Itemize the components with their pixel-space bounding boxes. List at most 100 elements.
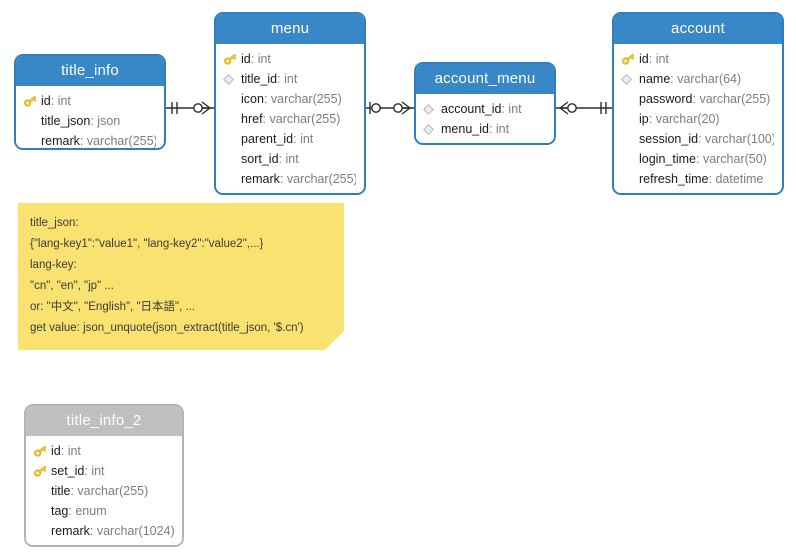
field-type-value: varchar(255) (286, 172, 356, 186)
field-row[interactable]: account_id: int (416, 99, 554, 119)
field-type: : (279, 172, 287, 186)
field-name: title_json (41, 114, 91, 128)
field-row[interactable]: id: int (16, 91, 164, 111)
field-type: : (488, 122, 496, 136)
note-line: get value: json_unquote(json_extract(tit… (30, 322, 304, 334)
field-name: remark (51, 524, 90, 538)
field-row[interactable]: refresh_time: datetime (614, 169, 782, 189)
field-row[interactable]: remark: varchar(1024) (26, 521, 182, 541)
field-label: parent_id: int (241, 132, 313, 146)
field-type-value: datetime (715, 172, 764, 186)
entity-table-account[interactable]: account id: int name: varchar(64) password:… (612, 12, 784, 195)
field-name: session_id (639, 132, 699, 146)
field-label: refresh_time: datetime (639, 172, 763, 186)
field-type: : (698, 132, 706, 146)
field-type-value: json (97, 114, 121, 128)
field-row[interactable]: ip: varchar(20) (614, 109, 782, 129)
field-icon-none (621, 171, 639, 187)
field-type: : (79, 134, 87, 148)
field-row[interactable]: sort_id: int (216, 149, 364, 169)
field-icon-none (223, 111, 241, 127)
field-label: id: int (639, 52, 669, 66)
field-type-value: int (285, 152, 299, 166)
field-row[interactable]: login_time: varchar(50) (614, 149, 782, 169)
field-label: id: int (51, 444, 81, 458)
field-label: password: varchar(255) (639, 92, 770, 106)
entity-fields-account: id: int name: varchar(64) password: varcha… (614, 44, 782, 193)
field-row[interactable]: title: varchar(255) (26, 481, 182, 501)
note-fold-corner (325, 331, 344, 350)
field-name: title (51, 484, 71, 498)
field-icon-none (33, 503, 51, 519)
field-type: : (50, 94, 58, 108)
field-type: : (263, 92, 271, 106)
field-row[interactable]: id: int (216, 49, 364, 69)
field-row[interactable]: set_id: int (26, 461, 182, 481)
field-name: id (639, 52, 649, 66)
field-row[interactable]: password: varchar(255) (614, 89, 782, 109)
field-label: href: varchar(255) (241, 112, 340, 126)
field-type: : (90, 114, 98, 128)
field-icon-none (33, 483, 51, 499)
field-icon-none (223, 91, 241, 107)
field-row[interactable]: title_json: json (16, 111, 164, 131)
field-row[interactable]: menu_id: int (416, 119, 554, 139)
field-icon-none (223, 151, 241, 167)
entity-table-account_menu[interactable]: account_menu account_id: int menu_id: int (414, 62, 556, 145)
field-label: remark: varchar(255) (41, 134, 156, 148)
field-label: session_id: varchar(100) (639, 132, 774, 146)
field-row[interactable]: remark: varchar(255) (216, 169, 364, 189)
field-name: menu_id (441, 122, 489, 136)
field-type: : (695, 152, 703, 166)
field-label: name: varchar(64) (639, 72, 741, 86)
field-type: : (70, 484, 78, 498)
field-row[interactable]: icon: varchar(255) (216, 89, 364, 109)
field-row[interactable]: title_id: int (216, 69, 364, 89)
field-type: : (648, 112, 656, 126)
field-row[interactable]: remark: varchar(255) (16, 131, 164, 148)
field-label: title_id: int (241, 72, 297, 86)
field-type: : (262, 112, 270, 126)
field-icon-none (223, 131, 241, 147)
entity-title-account: account (614, 14, 782, 44)
field-type-value: int (495, 122, 510, 136)
field-label: login_time: varchar(50) (639, 152, 767, 166)
field-row[interactable]: tag: enum (26, 501, 182, 521)
entity-title-menu: menu (216, 14, 364, 44)
field-type-value: enum (75, 504, 107, 518)
entity-table-menu[interactable]: menu id: int title_id: int icon: varchar(25… (214, 12, 366, 195)
field-type: : (501, 102, 509, 116)
field-type-value: varchar(20) (655, 112, 720, 126)
field-row[interactable]: parent_id: int (216, 129, 364, 149)
primary-key-icon (621, 51, 639, 67)
field-type: : (278, 152, 286, 166)
entity-table-title_info[interactable]: title_info id: int title_json: json remark:… (14, 54, 166, 150)
field-row[interactable]: id: int (26, 441, 182, 461)
field-type: : (84, 464, 92, 478)
entity-title-title_info: title_info (16, 56, 164, 86)
entity-title-title_info_2: title_info_2 (26, 406, 182, 436)
field-label: title_json: json (41, 114, 120, 128)
field-name: remark (241, 172, 280, 186)
field-type-value: varchar(255) (77, 484, 149, 498)
field-row[interactable]: session_id: varchar(100) (614, 129, 782, 149)
primary-key-icon (223, 51, 241, 67)
field-row[interactable]: name: varchar(64) (614, 69, 782, 89)
field-icon-none (621, 131, 639, 147)
field-type-value: varchar(50) (702, 152, 767, 166)
foreign-key-icon (621, 71, 639, 87)
primary-key-icon (33, 463, 51, 479)
title-json-note: title_json:{"lang-key1":"value1", "lang-… (18, 203, 344, 350)
foreign-key-icon (223, 71, 241, 87)
field-type: : (68, 504, 76, 518)
field-label: id: int (41, 94, 71, 108)
field-type-value: varchar(1024) (96, 524, 174, 538)
field-row[interactable]: href: varchar(255) (216, 109, 364, 129)
entity-fields-title_info: id: int title_json: json remark: varchar(2… (16, 86, 164, 148)
entity-title-account_menu: account_menu (416, 64, 554, 94)
field-label: menu_id: int (441, 122, 509, 136)
field-icon-none (23, 113, 41, 129)
field-label: remark: varchar(255) (241, 172, 356, 186)
field-row[interactable]: id: int (614, 49, 782, 69)
